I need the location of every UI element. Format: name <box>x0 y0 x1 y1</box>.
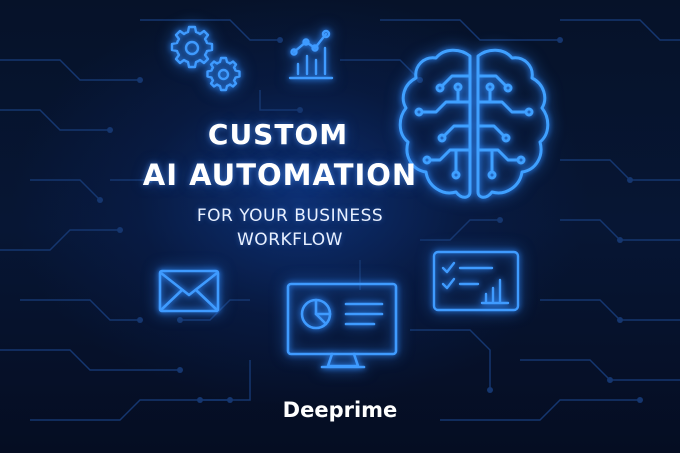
subheadline-line-1: FOR YOUR BUSINESS <box>196 206 384 226</box>
brain-icon <box>396 46 552 208</box>
email-icon <box>158 268 222 316</box>
monitor-pie-chart-icon <box>286 282 400 372</box>
brand-logo-text: Deeprime <box>282 398 398 422</box>
gears-icon <box>168 24 244 92</box>
checklist-chart-icon <box>432 250 522 314</box>
bar-chart-icon <box>288 26 336 82</box>
headline-line-1: CUSTOM <box>207 118 349 151</box>
headline-line-2: AI AUTOMATION <box>142 158 418 192</box>
subheadline-line-2: WORKFLOW <box>237 230 343 250</box>
